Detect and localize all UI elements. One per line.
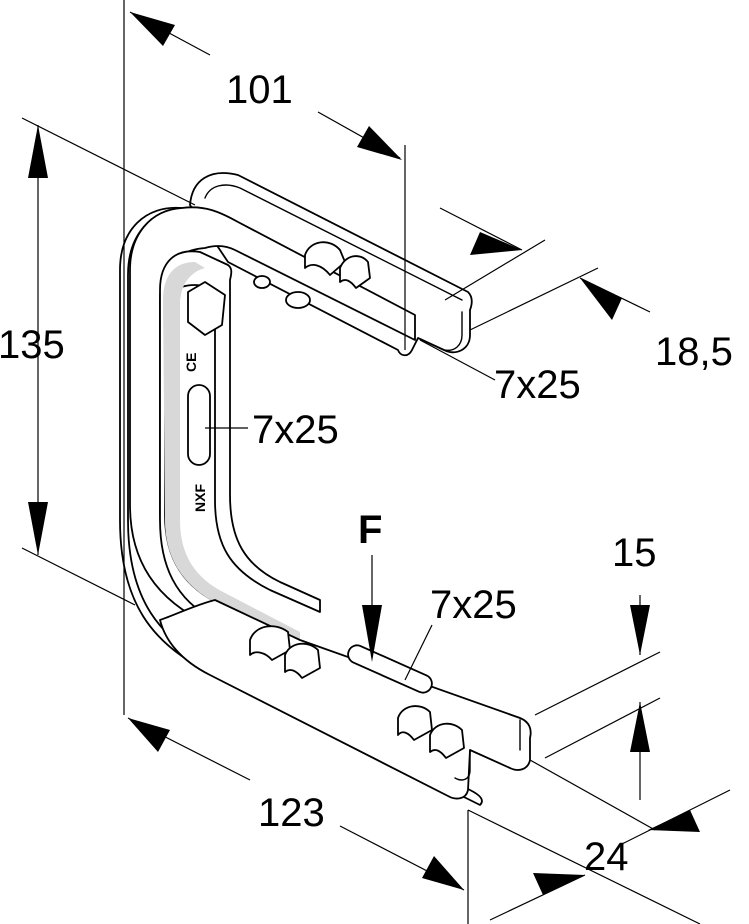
bottom-slot (347, 644, 433, 694)
dim-24-label: 24 (584, 835, 629, 879)
slot-top-label: 7x25 (494, 363, 581, 407)
dim-135-label: 135 (0, 323, 65, 367)
bottom-clip-c (397, 705, 433, 741)
brand-marking: NXF (192, 484, 208, 512)
bottom-platform (159, 599, 532, 800)
dimension-labels: 101 135 123 18,5 15 24 7x25 7x25 7x25 F (0, 68, 733, 879)
bottom-clip-d (429, 722, 465, 759)
dim-15-label: 15 (612, 531, 657, 575)
dim-123-label: 123 (258, 791, 325, 835)
top-slot-b (253, 275, 271, 289)
top-slot-a (285, 291, 311, 309)
dim-18-5-label: 18,5 (655, 330, 733, 374)
top-clip-a (304, 241, 346, 276)
top-clip-b (339, 255, 371, 289)
load-force-label: F (358, 508, 382, 552)
dim-101-label: 101 (226, 68, 293, 112)
bottom-clip-a (249, 625, 291, 661)
bottom-clip-b (284, 642, 321, 679)
dimension-lines (21, 0, 731, 924)
slot-side-label: 7x25 (252, 408, 339, 452)
slot-bottom-label: 7x25 (430, 583, 517, 627)
ce-marking: CE (183, 353, 199, 372)
cable-bracket: CE NXF (119, 172, 532, 806)
side-slot (187, 384, 211, 466)
side-tab (187, 281, 226, 336)
web-shading (163, 262, 300, 645)
c-arm-outer (119, 206, 483, 806)
